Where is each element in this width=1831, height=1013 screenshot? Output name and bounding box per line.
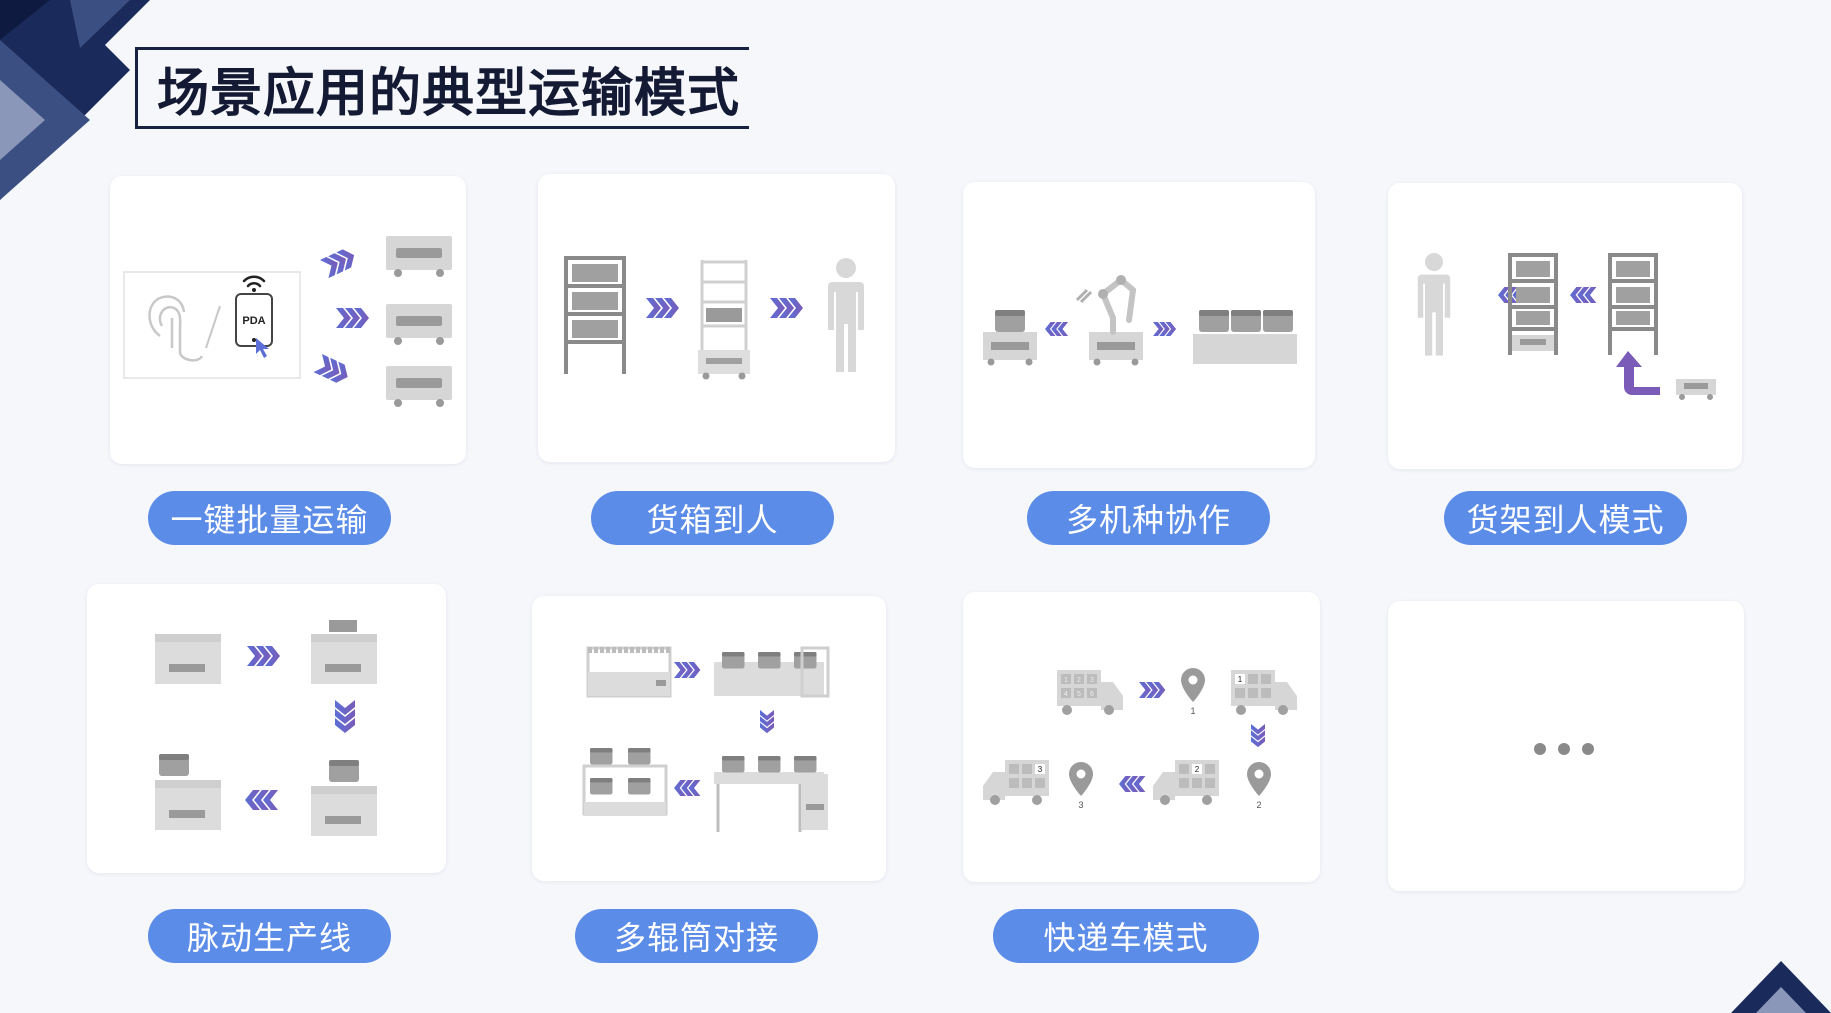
mode-card-multi-robot[interactable] — [963, 182, 1315, 468]
mode-card-more[interactable] — [1388, 601, 1744, 891]
mode-label-courier-car[interactable]: 快递车模式 — [993, 909, 1259, 963]
one-click-batch-icon: PDA — [123, 236, 452, 407]
courier-car-icon: 1 2 3 4 5 6 1 1 2 — [983, 668, 1297, 810]
mode-card-courier-car[interactable]: 1 2 3 4 5 6 1 1 2 — [963, 592, 1320, 882]
mode-label-one-click-batch[interactable]: 一键批量运输 — [148, 491, 391, 545]
stop-1-label: 1 — [1190, 706, 1195, 716]
mode-card-pulse-line[interactable] — [87, 584, 446, 873]
page-title: 场景应用的典型运输模式 — [157, 50, 747, 126]
mode-card-box-to-person[interactable] — [538, 174, 895, 462]
mode-label-shelf-to-person[interactable]: 货架到人模式 — [1444, 491, 1687, 545]
corner-decoration-icon — [0, 0, 150, 200]
svg-text:6: 6 — [1090, 691, 1094, 698]
svg-text:5: 5 — [1077, 691, 1081, 698]
pulse-line-icon — [155, 620, 377, 836]
more-icon — [1534, 743, 1594, 755]
stop-2-label: 2 — [1256, 800, 1261, 810]
svg-text:2: 2 — [1077, 677, 1081, 684]
mode-card-roller-docking[interactable] — [532, 596, 886, 881]
mode-label-multi-robot[interactable]: 多机种协作 — [1027, 491, 1270, 545]
svg-text:2: 2 — [1195, 765, 1200, 774]
svg-text:1: 1 — [1238, 675, 1243, 684]
roller-docking-icon — [582, 646, 830, 832]
svg-text:1: 1 — [1064, 677, 1068, 684]
svg-text:3: 3 — [1038, 765, 1043, 774]
stop-3-label: 3 — [1078, 800, 1083, 810]
mode-label-pulse-line[interactable]: 脉动生产线 — [148, 909, 391, 963]
pda-label: PDA — [242, 315, 265, 327]
svg-text:3: 3 — [1090, 677, 1094, 684]
svg-text:4: 4 — [1064, 691, 1068, 698]
shelf-to-person-icon — [1417, 253, 1716, 400]
box-to-person-icon — [564, 256, 864, 380]
page-title-frame: 场景应用的典型运输模式 — [135, 47, 750, 129]
mode-label-roller-docking[interactable]: 多辊筒对接 — [575, 909, 818, 963]
mode-card-one-click-batch[interactable]: PDA — [110, 176, 466, 464]
mode-label-box-to-person[interactable]: 货箱到人 — [591, 491, 834, 545]
multi-robot-icon — [983, 275, 1297, 366]
corner-decoration-icon — [1731, 961, 1831, 1013]
mode-card-shelf-to-person[interactable] — [1388, 183, 1742, 469]
